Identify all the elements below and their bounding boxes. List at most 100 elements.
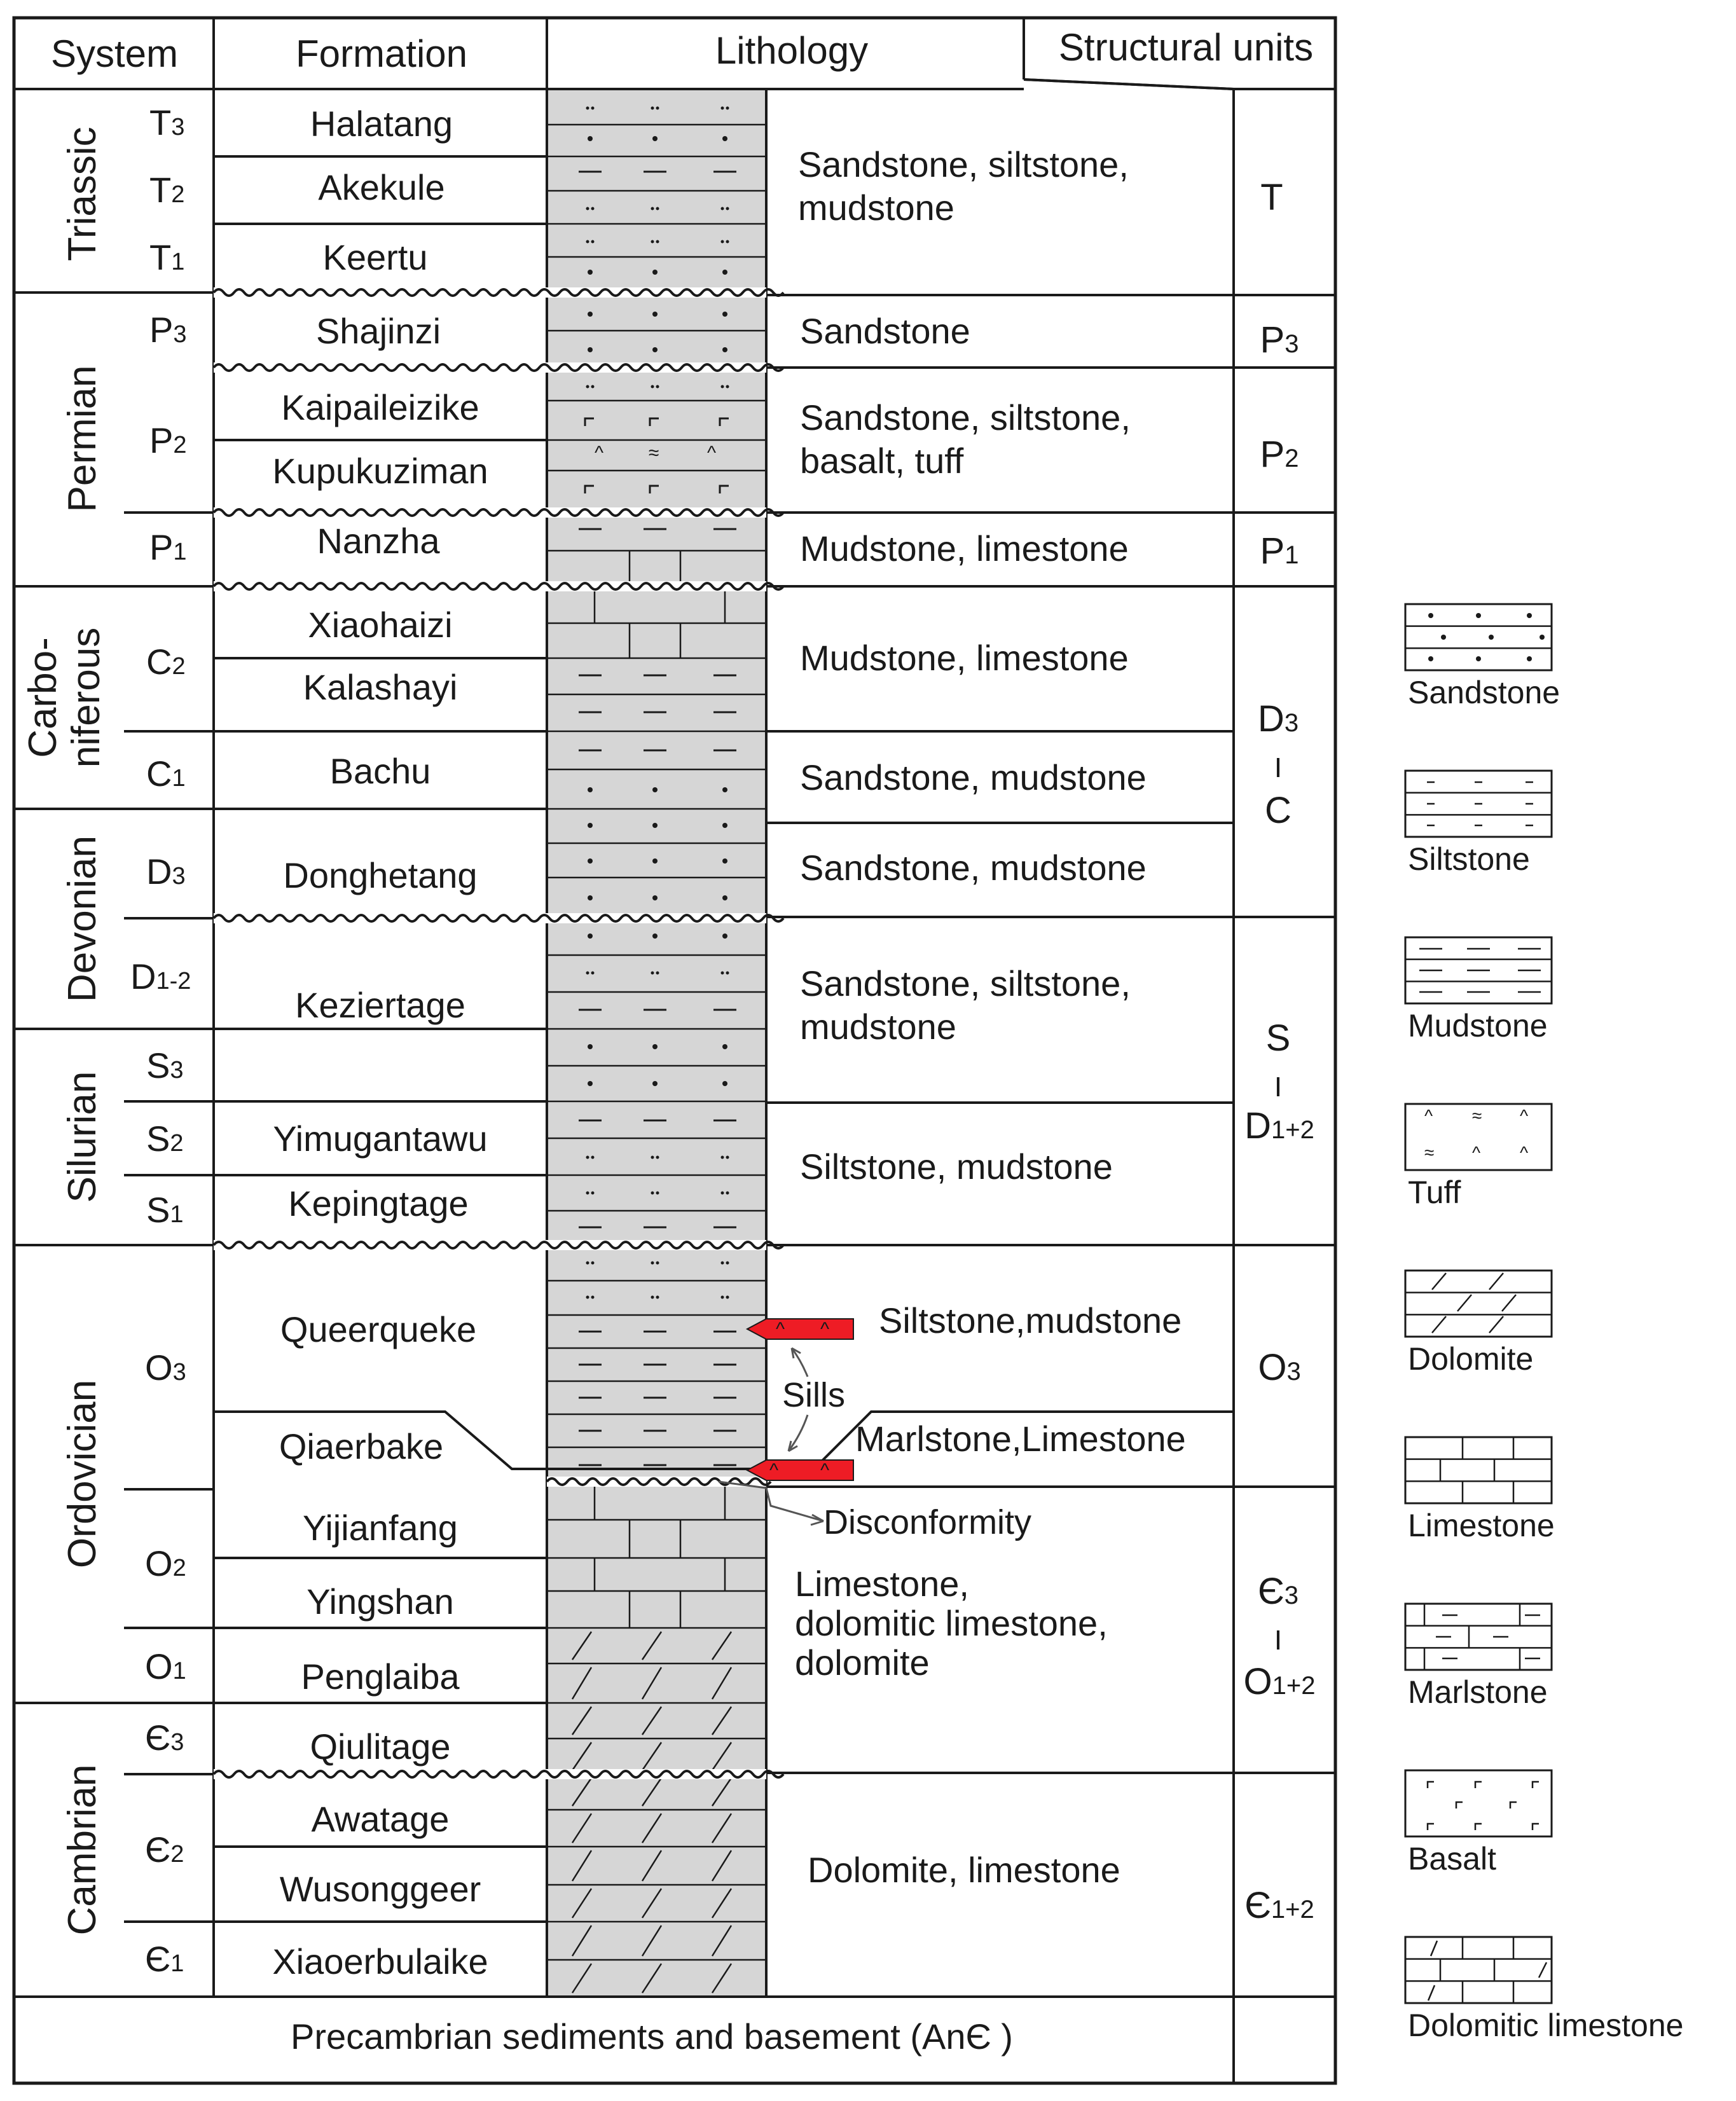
legend-item: Limestone (1404, 1436, 1555, 1543)
legend-label: Limestone (1408, 1508, 1555, 1543)
series-code: Є2 (145, 1829, 184, 1870)
unconformity-wave (212, 914, 785, 923)
dolomite-slash (711, 1963, 733, 1994)
legend-label: Mudstone (1408, 1008, 1548, 1044)
silt-dot (651, 106, 654, 110)
sandstone-dot (652, 787, 658, 792)
svg-text:^: ^ (769, 1460, 778, 1481)
system-devonian: Devonian (60, 836, 104, 1002)
series-code: C1 (146, 754, 186, 794)
silt-dot (591, 1191, 595, 1195)
legend-mark: ^ (1520, 1143, 1528, 1162)
sandstone-dot (588, 1044, 593, 1049)
legend-mark (1489, 1316, 1504, 1333)
legend-mark (1429, 1940, 1438, 1957)
dolomite-slash (641, 1850, 663, 1882)
unit-label: P1 (1260, 530, 1299, 572)
formation-name: Shajinzi (316, 311, 441, 351)
sandstone-dot (588, 312, 593, 317)
system-silurian: Silurian (60, 1071, 104, 1203)
silt-dot (726, 106, 729, 110)
legend-dot (1476, 656, 1481, 661)
system-permian: Permian (60, 366, 104, 513)
silt-dot (651, 1261, 654, 1265)
unconformity-wave (212, 1770, 785, 1779)
silt-dot (591, 1295, 595, 1299)
series-code: D3 (146, 851, 186, 892)
legend-mark (1538, 1962, 1548, 1978)
dolomite-slash (571, 1706, 593, 1735)
svg-text:^: ^ (820, 1319, 829, 1340)
silt-dot (726, 971, 729, 975)
legend-item: Dolomite (1404, 1269, 1553, 1377)
legend-mark: ≈ (1472, 1106, 1482, 1126)
series-code: Є1 (145, 1939, 184, 1979)
description-line: Marlstone,Limestone (855, 1419, 1186, 1459)
system-triassic: Triassic (60, 127, 104, 261)
silt-dot (586, 1155, 589, 1159)
legend-mark: ^ (1472, 1143, 1480, 1162)
description-line: Mudstone, limestone (800, 638, 1129, 678)
dolomite-slash (571, 1888, 593, 1918)
basalt-mark (584, 485, 594, 493)
formation-name: Xiaohaizi (308, 605, 452, 645)
silt-dot (591, 385, 595, 389)
legend-dot (1540, 635, 1545, 640)
sandstone-dot (722, 933, 727, 939)
silt-dot (720, 1155, 724, 1159)
formation-name: Keertu (323, 237, 428, 277)
legend-mark (1474, 1822, 1482, 1830)
silt-dot (651, 971, 654, 975)
dolomite-slash (571, 1850, 593, 1882)
legend-mark (1455, 1801, 1463, 1808)
series-code: D1-2 (130, 956, 191, 996)
formation-name: Kepingtage (288, 1183, 468, 1223)
sills-label: Sills (782, 1376, 845, 1414)
description-line: dolomitic limestone, (795, 1603, 1108, 1643)
silt-dot (726, 1155, 729, 1159)
header-structural-units: Structural units (1059, 26, 1313, 69)
sandstone-dot (722, 1081, 727, 1086)
unit-label: I (1274, 1625, 1282, 1656)
silt-dot (656, 240, 659, 244)
dolomite-slash (641, 1631, 663, 1660)
silt-dot (586, 240, 589, 244)
structural-units: T P3 P2 P1 D3 I C S I D1+2 O3 Є3 I O1+2 … (1244, 177, 1316, 1926)
sandstone-dot (722, 858, 727, 864)
unconformity-wave (212, 582, 785, 591)
legend-dot (1527, 613, 1532, 618)
legend-label: Sandstone (1408, 675, 1560, 710)
system-ordovician: Ordovician (60, 1380, 104, 1568)
description-line: Sandstone, mudstone (800, 848, 1147, 888)
formation-name: Akekule (318, 167, 444, 207)
legend-item: Basalt (1404, 1769, 1553, 1877)
series-code: T1 (149, 237, 184, 277)
silt-dot (651, 207, 654, 210)
silt-dot (726, 385, 729, 389)
formation-name: Xiaoerbulaike (272, 1941, 488, 1981)
legend-mark: ^ (1520, 1106, 1528, 1126)
formation-name: Kupukuziman (272, 451, 488, 491)
silt-dot (586, 1295, 589, 1299)
series-code: T2 (149, 170, 184, 210)
lithology-column (547, 89, 766, 1997)
svg-text:^: ^ (776, 1319, 785, 1340)
unit-label: I (1274, 752, 1282, 783)
silt-dot (720, 1191, 724, 1195)
sill-markers: ^ ^ ^ ^ Sills Disconformity (718, 1318, 1031, 1541)
sill-lower (745, 1459, 854, 1481)
tuff-mark: ≈ (649, 443, 659, 464)
dolomite-slash (571, 1813, 593, 1843)
sandstone-dot (588, 136, 593, 141)
sandstone-dot (652, 858, 658, 864)
dolomite-slash (641, 1667, 663, 1700)
silt-dot (586, 207, 589, 210)
dolomite-slash (571, 1631, 593, 1660)
unit-label: C (1265, 790, 1292, 831)
unit-label: O3 (1258, 1347, 1300, 1388)
unconformity-waves (212, 287, 785, 1779)
description-line: Mudstone, limestone (800, 528, 1129, 568)
sandstone-dot (652, 1044, 658, 1049)
legend-item: Dolomitic limestone (1404, 1936, 1683, 2043)
dolomite-slash (711, 1925, 733, 1957)
